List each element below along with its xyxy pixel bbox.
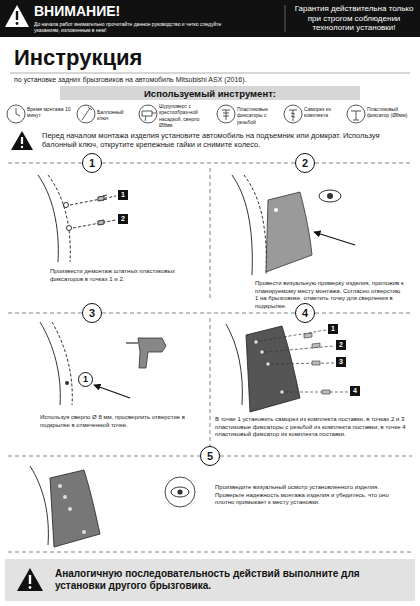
step-number-text: 4 [302, 308, 308, 319]
step-number-text: 3 [89, 308, 95, 319]
tool-caption: Баллонный ключ [97, 109, 133, 122]
step-number-text: 2 [302, 158, 308, 169]
header-band: ВНИМАНИЕ!До начала работ внимательно про… [0, 0, 420, 37]
step-number: 5 [200, 446, 220, 466]
tool-caption: Время монтажа 10 минут [27, 106, 71, 119]
mudflap-installed [226, 324, 348, 412]
step-text: Произведите визуальный осмотр установлен… [215, 484, 405, 507]
callout-number: 3 [336, 357, 346, 367]
tools-band-ground [60, 86, 360, 100]
tools-band: Используемый инструмент: [60, 86, 360, 101]
footer-ground [5, 559, 415, 601]
band-text: Аналогичную последовательность действий … [5, 568, 415, 592]
callout-number: 2 [336, 340, 346, 350]
step-text: В точке 1 установить саморез из комплект… [215, 416, 410, 439]
tool-caption: Саморез из комплекта [304, 106, 344, 119]
band-text: Используемый инструмент: [60, 88, 360, 99]
warning-icon [17, 568, 43, 591]
callout-number: 2 [118, 214, 128, 224]
header-text: ВНИМАНИЕ! [34, 3, 234, 20]
step-number: 4 [295, 303, 315, 323]
step-number: 2 [295, 153, 315, 173]
header-band [0, 0, 420, 37]
step-number-text: 5 [207, 451, 213, 462]
title-rule [10, 73, 410, 74]
step-number-text: 1 [89, 158, 95, 169]
step-text: Провести визуальную примерку изделия, пр… [255, 280, 405, 310]
step-separators [8, 163, 412, 552]
tool-caption: Пластиковые фиксаторы с резьбой [237, 106, 281, 125]
warning-note: Перед началом монтажа изделия установите… [42, 131, 408, 150]
callout-number: 4 [350, 386, 360, 396]
callout-number: 1 [78, 372, 93, 387]
header-text: Гарантия действительна только при строго… [292, 4, 416, 33]
step-text: Используя сверло Ø 8 мм, просверлить отв… [40, 414, 200, 429]
step-number: 1 [82, 153, 102, 173]
warning-icon [5, 5, 29, 27]
step-text: Произвести демонтаж штатных пластиковых … [50, 268, 200, 283]
drilling [40, 322, 166, 405]
callout-number: 1 [118, 190, 128, 200]
footer-note: Аналогичную последовательность действий … [5, 559, 415, 601]
warning-icon [11, 131, 33, 150]
page-title: Инструкция [14, 44, 314, 72]
callout-number: 1 [328, 324, 338, 334]
mudflap-inspection [30, 466, 195, 547]
step-number: 3 [82, 303, 102, 323]
mudflap-fitting [232, 175, 355, 275]
header-text: До начала работ внимательно прочитайте д… [34, 21, 224, 33]
tool-caption: Пластиковый фиксатор (Ø8мм) [367, 106, 417, 119]
subtitle: по установке задних брызговиков на автом… [14, 76, 404, 85]
fender-arch [38, 175, 116, 262]
tool-caption: Шуруповерт с крестообраз-ной насадкой, с… [159, 103, 213, 128]
